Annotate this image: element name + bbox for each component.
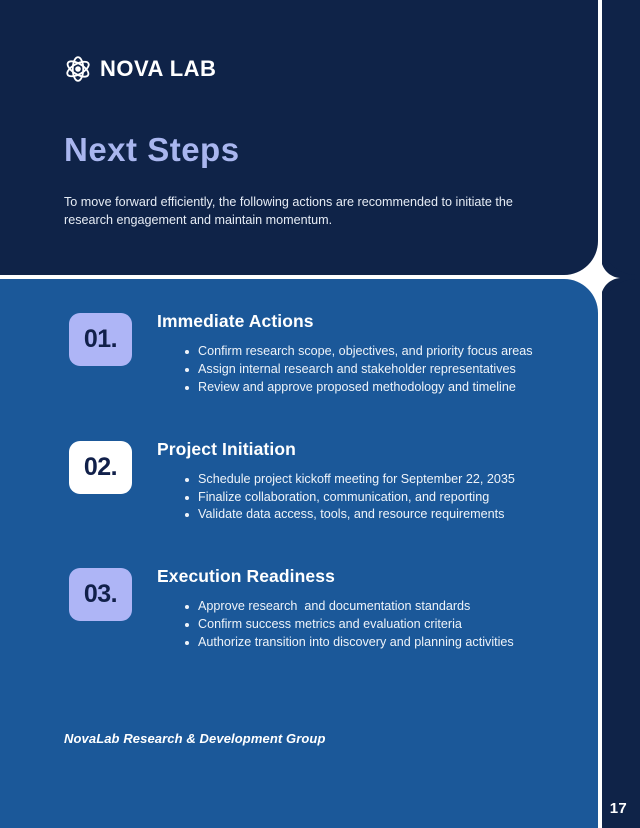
step-number-badge: 03. bbox=[69, 568, 132, 622]
strip-notch-top bbox=[602, 0, 640, 275]
step-title: Immediate Actions bbox=[157, 311, 314, 331]
step-number-badge: 02. bbox=[69, 440, 132, 494]
page-title: Next Steps bbox=[64, 131, 240, 168]
footer-organization: NovaLab Research & Development Group bbox=[64, 731, 326, 746]
step-title: Project Initiation bbox=[157, 438, 296, 459]
list-item: Approve research and documentation stand… bbox=[185, 598, 598, 616]
list-item: Schedule project kickoff meeting for Sep… bbox=[185, 471, 598, 489]
list-item: Validate data access, tools, and resourc… bbox=[185, 506, 598, 524]
page-subtitle: To move forward efficiently, the followi… bbox=[64, 195, 513, 227]
step-content: Project Initiation Schedule project kick… bbox=[157, 439, 598, 525]
step-number-badge: 01. bbox=[69, 313, 132, 366]
list-item: Confirm research scope, objectives, and … bbox=[185, 343, 598, 361]
step-content: Execution Readiness Approve research and… bbox=[157, 566, 598, 652]
step-item: 01. Immediate Actions Confirm research s… bbox=[0, 311, 598, 397]
page-number: 17 bbox=[609, 800, 627, 817]
strip-notch-bottom bbox=[602, 279, 640, 828]
brand-name: NOVA LAB bbox=[100, 56, 217, 81]
list-item: Finalize collaboration, communication, a… bbox=[185, 489, 598, 507]
atom-icon bbox=[66, 56, 90, 82]
list-item: Authorize transition into discovery and … bbox=[185, 634, 598, 652]
step-item: 03. Execution Readiness Approve research… bbox=[0, 566, 598, 652]
panel-divider bbox=[598, 0, 602, 828]
step-content: Immediate Actions Confirm research scope… bbox=[157, 311, 598, 397]
list-item: Confirm success metrics and evaluation c… bbox=[185, 616, 598, 634]
list-item: Review and approve proposed methodology … bbox=[185, 379, 598, 397]
header-panel bbox=[0, 0, 598, 275]
list-item: Assign internal research and stakeholder… bbox=[185, 361, 598, 379]
step-item: 02. Project Initiation Schedule project … bbox=[0, 439, 598, 525]
step-bullets: Schedule project kickoff meeting for Sep… bbox=[157, 471, 598, 525]
step-bullets: Confirm research scope, objectives, and … bbox=[157, 343, 598, 397]
brand-logo: NOVA LAB bbox=[64, 55, 216, 83]
step-bullets: Approve research and documentation stand… bbox=[157, 598, 598, 652]
steps-list: 01. Immediate Actions Confirm research s… bbox=[0, 311, 598, 652]
content-panel bbox=[0, 279, 598, 828]
step-title: Execution Readiness bbox=[157, 566, 335, 587]
